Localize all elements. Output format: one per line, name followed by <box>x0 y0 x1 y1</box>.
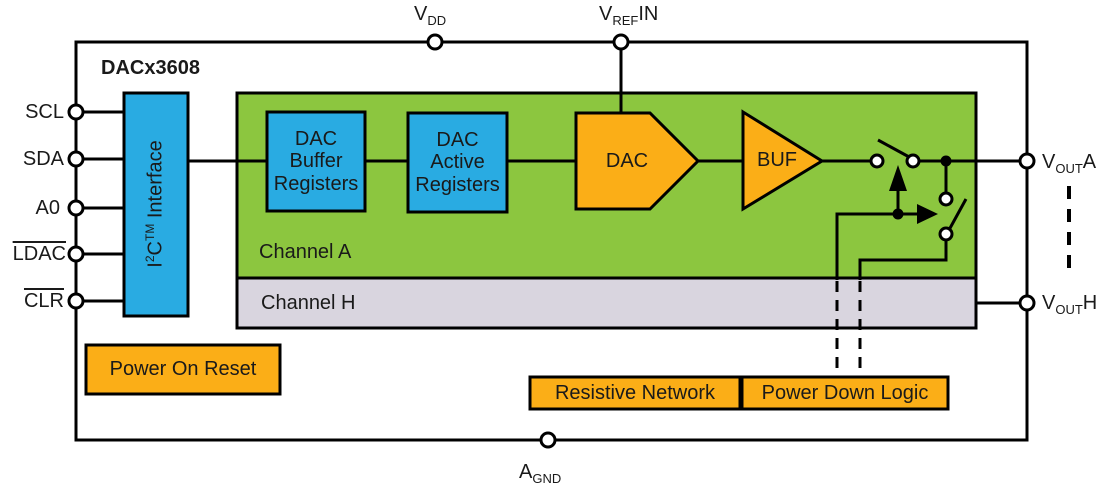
control-arrow-right-head-icon <box>917 204 938 224</box>
power-on-reset-label: Power On Reset <box>109 358 257 381</box>
pulldown-to-logic-wire <box>858 240 948 280</box>
vrefin-suffix: IN <box>638 3 659 25</box>
pin-label-scl: SCL <box>25 101 64 123</box>
dac-buffer-registers-block <box>265 110 367 213</box>
device-title: DACx3608 <box>101 57 200 79</box>
switch-terminal-1 <box>869 153 885 169</box>
switch-terminal-2 <box>905 153 921 169</box>
i2c-p2: C <box>144 241 167 256</box>
control-to-logic-wire <box>835 212 898 280</box>
vouta-base: V <box>1042 151 1056 173</box>
resistive-network-label: Resistive Network <box>554 381 716 404</box>
output-switch-blade <box>877 138 912 160</box>
control-arrow-up-head-icon <box>889 165 907 191</box>
pin-label-vrefin: VREFIN <box>599 3 659 28</box>
vouth-suffix: H <box>1082 292 1098 314</box>
channel-a-label: Channel A <box>259 241 352 263</box>
dac-label: DAC <box>605 149 649 172</box>
pin-label-vouth: VOUTH <box>1042 292 1098 317</box>
dac-buffer-registers-label: DAC Buffer Registers <box>273 127 359 195</box>
vrefin-pin <box>612 33 630 51</box>
vdd-sub: DD <box>427 13 447 28</box>
vouta-pin <box>1018 152 1036 170</box>
vrefin-sub: REF <box>612 13 639 28</box>
i2c-sup2: TM <box>142 223 157 242</box>
clr-pin <box>67 292 85 310</box>
i2c-interface-block <box>122 91 190 318</box>
pulldown-switch-blade <box>947 198 968 231</box>
dac-active-registers-block <box>406 111 509 214</box>
pin-label-vouta: VOUTA <box>1042 151 1097 176</box>
i2c-sup1: 2 <box>142 255 157 263</box>
vdd-base: V <box>414 3 428 25</box>
vouta-suffix: A <box>1082 151 1097 173</box>
i2c-p1: I <box>144 262 167 268</box>
power-on-reset-block <box>84 343 282 396</box>
vrefin-base: V <box>599 3 613 25</box>
scl-pin <box>67 103 85 121</box>
pin-label-a0: A0 <box>35 197 60 219</box>
a0-pin <box>67 199 85 217</box>
pin-label-agnd: AGND <box>519 461 562 486</box>
switch-terminal-4 <box>938 226 954 242</box>
sda-pin <box>67 150 85 168</box>
vouth-sub: OUT <box>1055 302 1083 317</box>
ldac-pin <box>67 245 85 263</box>
pin-label-vdd: VDD <box>414 3 447 28</box>
vouth-base: V <box>1042 292 1056 314</box>
power-down-logic-block <box>740 375 950 411</box>
dac-converter-symbol <box>574 111 701 211</box>
agnd-sub: GND <box>532 471 562 486</box>
switch-terminal-3 <box>938 191 954 207</box>
vouth-pin <box>1018 294 1036 312</box>
buf-amplifier-symbol <box>741 109 825 212</box>
resistive-network-block <box>528 375 742 411</box>
dac-active-registers-label: DAC Active Registers <box>415 128 500 196</box>
pin-label-ldac: LDAC <box>12 243 66 265</box>
agnd-base: A <box>519 461 533 483</box>
junction-dot-output <box>940 155 952 167</box>
i2c-p3: Interface <box>144 140 167 224</box>
channel-h-label: Channel H <box>261 292 356 314</box>
vdd-pin <box>426 33 444 51</box>
pin-label-sda: SDA <box>22 148 64 170</box>
junction-dot-control <box>892 208 904 220</box>
power-down-logic-label: Power Down Logic <box>761 381 929 404</box>
agnd-pin <box>539 431 557 449</box>
vouta-sub: OUT <box>1055 161 1083 176</box>
buf-label: BUF <box>757 149 797 172</box>
pin-label-clr: CLR <box>23 290 64 312</box>
channel-h-region <box>235 276 978 330</box>
i2c-interface-label: I2CTM Interface <box>142 140 168 268</box>
